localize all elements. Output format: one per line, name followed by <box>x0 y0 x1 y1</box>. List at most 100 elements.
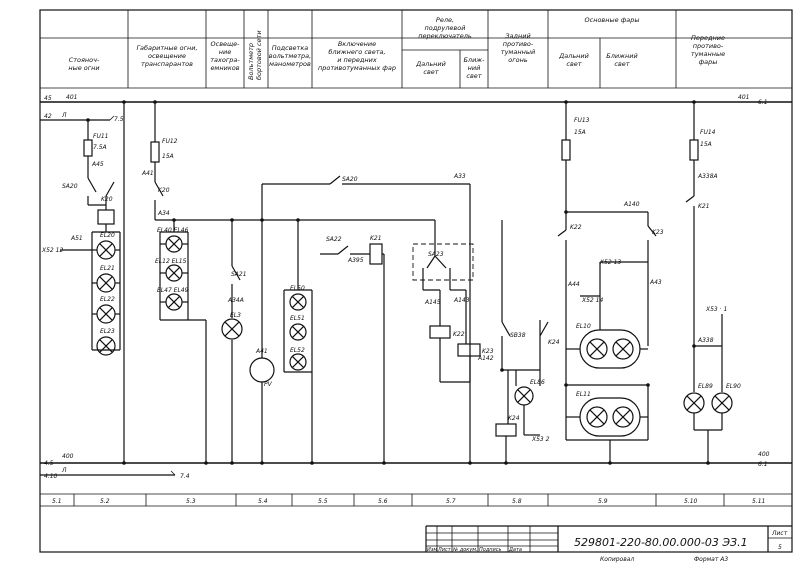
svg-text:тахогра-: тахогра- <box>210 56 240 64</box>
lamp-el50 <box>289 293 307 311</box>
switch-sa23-frame <box>412 243 474 281</box>
svg-text:транспарантов: транспарантов <box>141 60 193 68</box>
svg-text:туманные: туманные <box>691 50 725 58</box>
label-a34: A34 <box>157 210 170 217</box>
tb-col-docum: № докум. <box>452 547 478 553</box>
svg-text:противо-: противо- <box>693 42 724 50</box>
header-0-l0: Стояноч- <box>69 56 100 64</box>
svg-text:фары: фары <box>699 58 718 66</box>
label-el40-el46: EL40 EL46 <box>157 227 189 234</box>
label-a338a: A338A <box>697 173 718 180</box>
relay-coil-k23 <box>457 343 481 357</box>
label-el90: EL90 <box>726 383 741 390</box>
svg-text:свет: свет <box>614 60 629 68</box>
label-el21: EL21 <box>100 265 115 272</box>
relay-coil-k21 <box>369 243 383 265</box>
label-sb38: SB38 <box>510 332 526 339</box>
label-fu11: FU11 <box>93 133 108 140</box>
label-45-bottom: 4.5 <box>44 460 54 467</box>
label-fu13-rating: 15A <box>574 129 586 136</box>
label-k22-a: K22 <box>453 331 465 338</box>
header-3-l0: Вольтметр <box>247 43 255 80</box>
label-k20-a: K20 <box>101 196 113 203</box>
circuit-parking-lights <box>60 102 125 463</box>
labels-col10: FU14 15A A338A K21 X53 · 1 A338 EL89 EL9… <box>697 129 741 390</box>
label-el52: EL52 <box>290 347 305 354</box>
header-text: Стояноч- ные огни Габаритные огни, освещ… <box>68 16 725 80</box>
tb-col-date: Дата <box>508 547 522 553</box>
header-4-l0: Подсветка <box>272 44 308 52</box>
lamp-el89 <box>683 392 705 414</box>
label-fu13: FU13 <box>574 117 590 124</box>
zone-5-2: 5.2 <box>100 498 110 505</box>
label-x53-1: X53 · 1 <box>705 306 727 313</box>
header-6-l2: переключатель <box>418 32 472 40</box>
lamp-el12 <box>165 264 183 282</box>
headlight-el10 <box>566 329 648 369</box>
header-13-l3: фары <box>699 58 718 66</box>
header-8-l1: ний <box>468 64 481 72</box>
svg-text:ний: ний <box>468 64 481 72</box>
zone-5-1: 5.1 <box>52 498 62 505</box>
svg-text:Передние: Передние <box>691 34 725 42</box>
header-2-l0: Освеще- <box>211 40 241 48</box>
label-a43: A43 <box>649 279 662 286</box>
svg-text:Основные фары: Основные фары <box>585 16 640 24</box>
svg-text:туманный: туманный <box>501 48 535 56</box>
tb-col-list: Лист <box>437 547 452 553</box>
fuse-fu13 <box>561 139 571 161</box>
zone-5-5: 5.5 <box>318 498 328 505</box>
header-1-l0: Габаритные огни, <box>136 44 197 52</box>
lamp-el51 <box>289 323 307 341</box>
header-13-l1: противо- <box>693 42 724 50</box>
label-45: 45 <box>44 95 52 102</box>
svg-text:свет: свет <box>466 72 481 80</box>
label-sa21: SA21 <box>231 271 247 278</box>
label-75: 7.5 <box>114 116 124 123</box>
header-12-l1: свет <box>614 60 629 68</box>
zone-5-4: 5.4 <box>258 498 268 505</box>
svg-text:манометров: манометров <box>269 60 311 68</box>
label-400: 400 <box>62 453 74 460</box>
drawing-frame <box>39 9 793 553</box>
label-x52-14: X52 14 <box>581 297 603 304</box>
zone-5-9: 5.9 <box>598 498 608 505</box>
lamp-el40 <box>165 235 183 253</box>
label-k21-a: K21 <box>370 235 382 242</box>
label-sa20-b: SA20 <box>342 176 358 183</box>
lamps-el20-el23 <box>92 240 120 356</box>
sheet-number: 5 <box>778 544 782 551</box>
label-el47-el49: EL47 EL49 <box>157 287 189 294</box>
header-grid <box>127 10 677 88</box>
lamp-el52 <box>289 353 307 371</box>
circuit-main-headlights <box>557 102 657 463</box>
circuit-column-switch <box>412 184 481 463</box>
svg-text:Вольтметр: Вольтметр <box>247 43 255 80</box>
labels-col5: EL50 EL51 EL52 <box>290 285 305 354</box>
circuit-tachograph <box>221 220 243 463</box>
header-3-l1: бортовой сети <box>255 30 263 80</box>
label-42: 42 <box>44 113 52 120</box>
header-13-l2: туманные <box>691 50 725 58</box>
label-a41: A41 <box>141 170 154 177</box>
circuit-side-lights <box>150 102 435 463</box>
label-a140: A140 <box>623 201 640 208</box>
label-el89: EL89 <box>698 383 713 390</box>
label-l: Л <box>61 112 67 119</box>
label-a145: A145 <box>424 299 441 306</box>
header-2-l2: тахогра- <box>210 56 240 64</box>
zone-5-3: 5.3 <box>186 498 196 505</box>
circuit-voltmeter <box>249 175 470 463</box>
label-a33: A33 <box>453 173 466 180</box>
title-block <box>425 525 792 552</box>
header-9-l1: противо- <box>503 40 534 48</box>
label-el11: EL11 <box>576 391 591 398</box>
copied-label: Копировал <box>600 556 634 563</box>
lamp-el20 <box>96 240 116 260</box>
header-0-l1: ные огни <box>68 64 99 72</box>
zone-5-6: 5.6 <box>378 498 388 505</box>
label-a395: A395 <box>347 257 364 264</box>
svg-text:Габаритные огни,: Габаритные огни, <box>136 44 197 52</box>
svg-text:противо-: противо- <box>503 40 534 48</box>
